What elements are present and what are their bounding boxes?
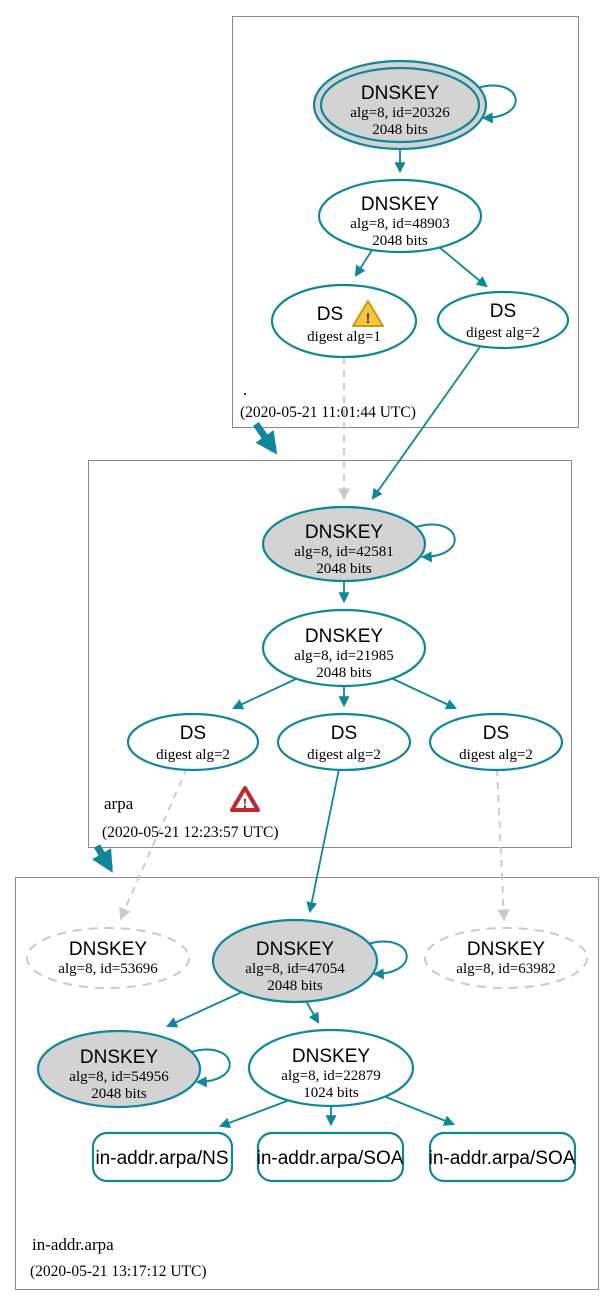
edge-48903-to-ds1: [354, 246, 375, 277]
edge-47054-to-54956: [166, 991, 243, 1028]
node-ds-alg2-root[interactable]: DS digest alg=2: [436, 290, 570, 350]
node-detail: digest alg=2: [156, 747, 230, 763]
zone-box-in-addr-arpa: [15, 877, 599, 1290]
node-title: DS: [490, 301, 516, 322]
edge-48903-to-ds2: [432, 241, 488, 288]
node-title: DNSKEY: [467, 939, 545, 960]
node-title: DS: [317, 304, 343, 325]
node-bits: 2048 bits: [267, 978, 323, 994]
edge-22879-to-soa2: [385, 1096, 456, 1126]
edge-21985-to-dsleft: [232, 677, 299, 710]
edge-22879-to-ns: [218, 1100, 288, 1129]
edge-dsmid-to-47054: [306, 768, 340, 914]
edge-dsleft-to-53696-dashed: [119, 767, 188, 921]
edge-21985-to-dsright: [390, 677, 457, 710]
zone-box-root: [232, 16, 579, 428]
node-title: DS: [331, 723, 357, 744]
edge-ksk42581-selfsign: [415, 523, 456, 563]
node-dnskey-53696-insecure[interactable]: DNSKEY alg=8, id=53696: [26, 927, 190, 989]
edge-47054-to-22879: [305, 1000, 320, 1024]
node-ds-arpa-right[interactable]: DS digest alg=2: [428, 712, 564, 772]
rrset-label: in-addr.arpa/SOA: [257, 1148, 404, 1169]
node-detail: digest alg=2: [466, 325, 540, 341]
node-detail: alg=8, id=21985: [294, 648, 393, 664]
zone-timestamp-arpa: (2020-05-21 12:23:57 UTC): [102, 824, 279, 841]
node-detail: digest alg=2: [307, 747, 381, 763]
node-dnskey-22879[interactable]: DNSKEY alg=8, id=22879 1024 bits: [247, 1028, 415, 1108]
node-title: DS: [483, 723, 509, 744]
node-dnskey-21985[interactable]: DNSKEY alg=8, id=21985 2048 bits: [261, 608, 427, 688]
node-rrset-ns[interactable]: in-addr.arpa/NS: [91, 1131, 234, 1183]
node-title: DNSKEY: [69, 939, 147, 960]
edge-delegation-root-to-arpa: [253, 422, 278, 455]
node-bits: 2048 bits: [372, 122, 428, 138]
zone-label-in-addr-arpa: in-addr.arpa: [32, 1235, 114, 1254]
node-detail: alg=8, id=63982: [456, 961, 555, 977]
zone-label-arpa: arpa: [104, 794, 134, 813]
rrset-label: in-addr.arpa/SOA: [429, 1148, 576, 1169]
edge-ds2-to-42581: [371, 343, 483, 500]
node-dnskey-63982-insecure[interactable]: DNSKEY alg=8, id=63982: [424, 927, 588, 989]
node-title: DS: [180, 723, 206, 744]
node-bits: 2048 bits: [91, 1086, 147, 1102]
node-detail: alg=8, id=47054: [245, 961, 345, 977]
node-ds-arpa-mid[interactable]: DS digest alg=2: [276, 712, 412, 772]
edge-delegation-arpa-to-inaddr: [92, 844, 114, 873]
node-title: DNSKEY: [361, 83, 439, 104]
node-ds-alg1[interactable]: DS ! digest alg=1: [270, 283, 418, 359]
node-bits: 2048 bits: [372, 233, 428, 249]
node-detail: alg=8, id=42581: [294, 544, 393, 560]
node-title: DNSKEY: [292, 1046, 370, 1067]
svg-text:!: !: [243, 797, 248, 812]
node-detail: alg=8, id=53696: [58, 961, 158, 977]
node-detail: alg=8, id=22879: [281, 1068, 380, 1084]
node-bits: 2048 bits: [316, 561, 372, 577]
node-title: DNSKEY: [305, 626, 383, 647]
node-dnskey-48903[interactable]: DNSKEY alg=8, id=48903 2048 bits: [317, 178, 483, 254]
zone-timestamp-root: (2020-05-21 11:01:44 UTC): [240, 404, 416, 421]
node-title: DNSKEY: [256, 939, 334, 960]
node-dnskey-20326[interactable]: DNSKEY alg=8, id=20326 2048 bits: [312, 59, 488, 151]
node-dnskey-42581[interactable]: DNSKEY alg=8, id=42581 2048 bits: [261, 505, 427, 583]
warning-icon: !: [352, 300, 384, 327]
node-rrset-soa-2[interactable]: in-addr.arpa/SOA: [429, 1131, 577, 1183]
zone-box-arpa: [88, 460, 572, 848]
zone-timestamp-in-addr-arpa: (2020-05-21 13:17:12 UTC): [30, 1263, 207, 1280]
node-title: DNSKEY: [80, 1047, 158, 1068]
zone-label-root: .: [243, 380, 247, 399]
error-icon: !: [230, 786, 260, 812]
node-detail: alg=8, id=54956: [69, 1069, 169, 1085]
rrset-label: in-addr.arpa/NS: [95, 1148, 228, 1169]
node-title: DNSKEY: [361, 194, 439, 215]
node-detail: digest alg=2: [459, 747, 533, 763]
edge-dsright-to-63982-dashed: [496, 768, 510, 922]
node-detail: digest alg=1: [307, 329, 381, 345]
edge-ksk20326-selfsign: [476, 84, 517, 124]
node-bits: 2048 bits: [316, 665, 372, 681]
node-ds-arpa-left[interactable]: DS digest alg=2: [126, 712, 260, 772]
node-dnskey-54956[interactable]: DNSKEY alg=8, id=54956 2048 bits: [36, 1029, 202, 1109]
svg-text:!: !: [366, 311, 371, 327]
node-detail: alg=8, id=48903: [350, 216, 449, 232]
node-bits: 1024 bits: [303, 1085, 359, 1101]
node-detail: alg=8, id=20326: [350, 105, 450, 121]
edge-ksk54956-selfsign: [190, 1048, 231, 1088]
node-rrset-soa-1[interactable]: in-addr.arpa/SOA: [257, 1131, 405, 1183]
node-dnskey-47054[interactable]: DNSKEY alg=8, id=47054 2048 bits: [211, 918, 379, 1004]
edge-ksk47054-selfsign: [367, 940, 408, 980]
node-title: DNSKEY: [305, 522, 383, 543]
